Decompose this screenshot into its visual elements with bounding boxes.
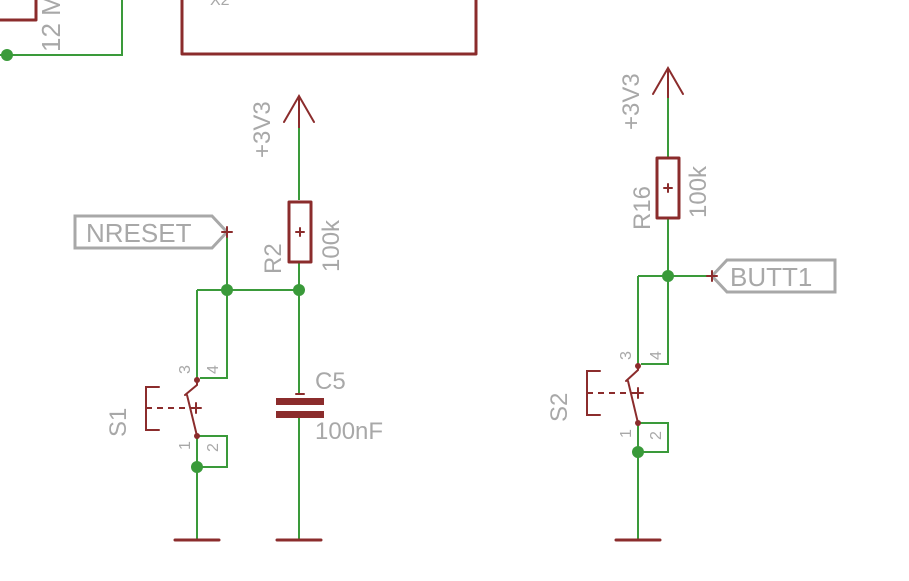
junction-dot: [1, 49, 13, 61]
plus-icon: [295, 227, 305, 237]
s1-name: S1: [105, 408, 132, 437]
partial-wire: [0, 0, 123, 56]
plus-icon: [663, 183, 673, 193]
junction-dot: [632, 446, 644, 458]
junction-dot: [191, 461, 203, 473]
r2-name: R2: [260, 243, 287, 274]
partial-x2-part: X2: [180, 0, 478, 56]
resistor-r2: R2 100k: [260, 200, 345, 274]
switch-s2: S2 3 4 1 2: [546, 351, 665, 440]
s2-pin-1: 1: [618, 429, 635, 438]
s1-pin-1: 1: [177, 441, 194, 450]
capacitor-plate: [276, 411, 324, 418]
wire: [641, 218, 669, 365]
capacitor-plate: [276, 398, 324, 405]
plus-icon: [632, 387, 644, 399]
c5-name: C5: [315, 368, 346, 395]
r2-value: 100k: [318, 219, 345, 272]
net-label-outline: [709, 258, 837, 294]
switch-contact: [635, 420, 641, 426]
switch-lever: [627, 380, 639, 424]
net-label-butt1: BUTT1: [706, 258, 837, 294]
resistor-body: [655, 156, 681, 220]
x2-label: X2: [210, 0, 230, 9]
arrow-up-icon: [652, 65, 684, 99]
c5-value: 100nF: [315, 418, 383, 445]
switch-contact: [635, 363, 641, 369]
switch-contact: [194, 433, 200, 439]
partial-value-label: 12 M: [36, 0, 66, 52]
r16-name: R16: [629, 186, 656, 230]
wire: [197, 435, 228, 468]
s1-pin-3: 3: [177, 365, 194, 374]
resistor-body: [287, 200, 313, 264]
x2-outline: [180, 0, 478, 56]
supply-arrow-left: +3V3: [249, 93, 315, 158]
arrow-up-icon: [283, 93, 315, 129]
plus-icon: [190, 402, 202, 414]
net-label-outline: [73, 214, 230, 250]
button-circuit: +3V3 R16 100k S2 3 4 1: [546, 65, 837, 542]
s1-pin-2: 2: [205, 443, 222, 452]
switch-contact: [194, 377, 200, 383]
s1-pin-4: 4: [205, 365, 222, 374]
junction-dot: [293, 284, 305, 296]
net-label-nreset: NRESET: [73, 214, 233, 250]
nreset-label: NRESET: [86, 218, 192, 248]
wire: [638, 422, 669, 453]
reset-circuit: +3V3 R2 100k C5 100nF: [73, 93, 383, 542]
s2-name: S2: [546, 393, 573, 422]
supply-arrow-right: +3V3: [618, 65, 684, 130]
resistor-r16: R16 100k: [629, 156, 712, 230]
partial-capacitor-symbol: [0, 0, 38, 22]
plus-icon: [221, 226, 233, 238]
switch-s1: S1 3 4 1 2: [105, 365, 222, 452]
supply-label-right: +3V3: [618, 73, 645, 130]
supply-label-left: +3V3: [249, 101, 276, 158]
junction-dot: [221, 284, 233, 296]
plus-icon: [706, 270, 718, 282]
s2-pin-4: 4: [648, 351, 665, 360]
junction-dot: [662, 270, 674, 282]
partial-component-top-left: 12 M: [0, 0, 123, 61]
s2-pin-2: 2: [648, 431, 665, 440]
butt1-label: BUTT1: [730, 262, 812, 292]
capacitor-c5: C5 100nF: [276, 368, 383, 445]
wire: [200, 232, 228, 379]
r16-value: 100k: [685, 165, 712, 218]
s2-pin-3: 3: [618, 351, 635, 360]
switch-lever: [186, 394, 198, 437]
